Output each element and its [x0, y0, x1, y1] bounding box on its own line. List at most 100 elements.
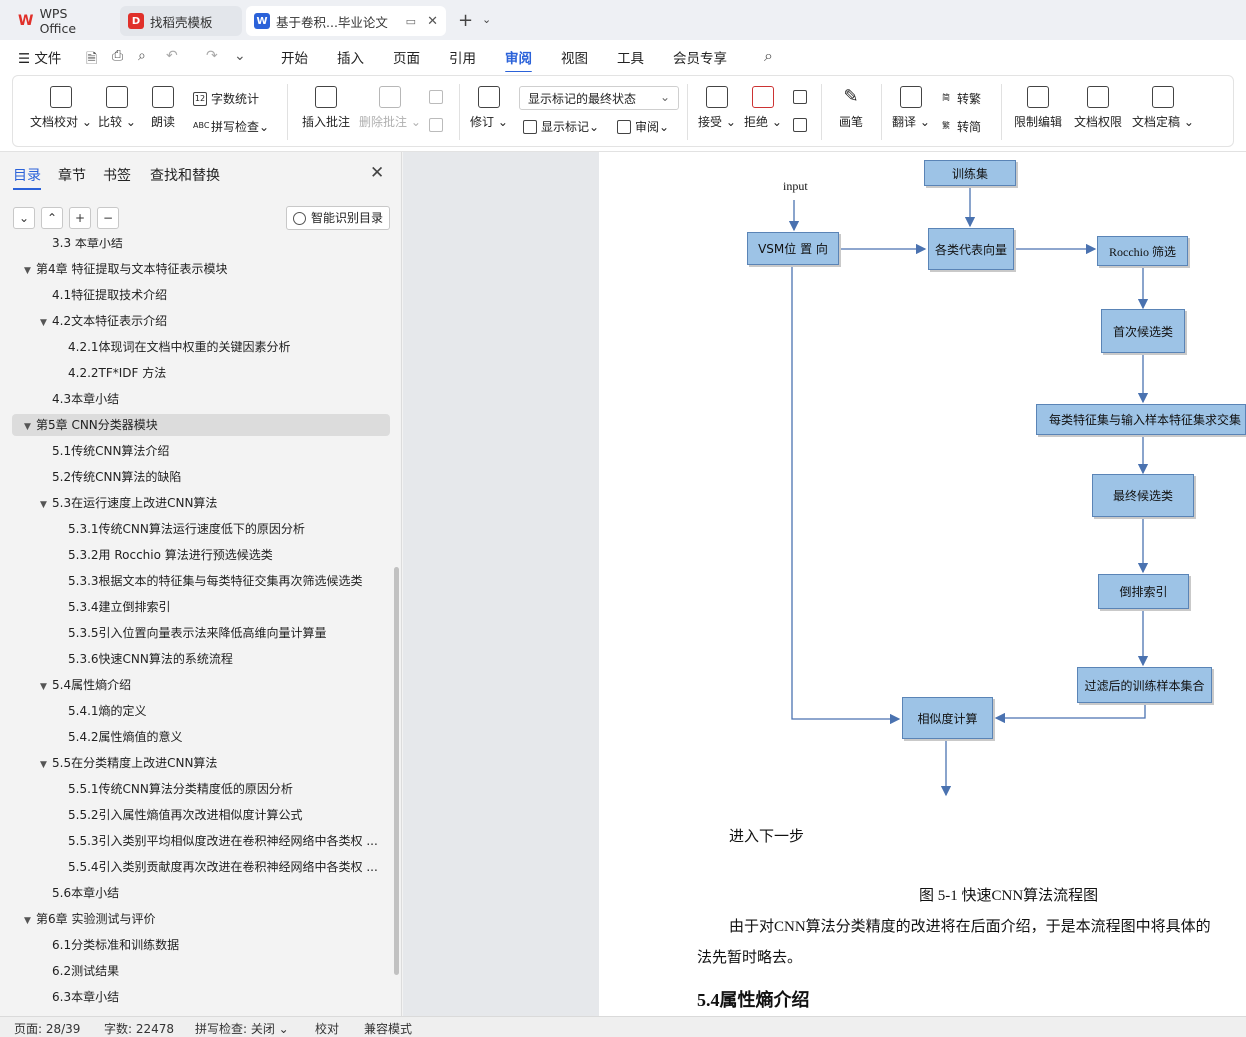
prev-change-button[interactable]	[793, 90, 811, 104]
toc-item[interactable]: 5.3.4建立倒排索引	[12, 596, 390, 618]
toc-item[interactable]: 5.5.4引入类别贡献度再次改进在卷积神经网络中各类权 ...	[12, 856, 390, 878]
print-icon[interactable]: ⎙	[112, 48, 124, 64]
flow-similarity-box[interactable]: 相似度计算	[902, 697, 993, 739]
toc-item[interactable]: 5.4.1熵的定义	[12, 700, 390, 722]
expand-triangle-icon[interactable]: ▼	[24, 266, 31, 276]
restrict-edit-button[interactable]: 限制编辑	[1011, 86, 1065, 130]
word-count-indicator[interactable]: 字数: 22478	[104, 1022, 175, 1036]
toc-item[interactable]: ▼第5章 CNN分类器模块	[12, 414, 390, 436]
menu-view[interactable]: 视图	[561, 51, 588, 67]
pen-button[interactable]: ✎ 画笔	[831, 86, 871, 130]
toc-item[interactable]: 4.2.1体现词在文档中权重的关键因素分析	[12, 336, 390, 358]
flow-inverted-index-box[interactable]: 倒排索引	[1098, 574, 1189, 609]
toc-item[interactable]: 4.3本章小结	[12, 388, 390, 410]
flow-first-candidate-box[interactable]: 首次候选类	[1101, 309, 1185, 353]
to-simplified-button[interactable]: 繁 转简	[939, 118, 981, 135]
save-icon[interactable]: 🗎	[86, 51, 98, 67]
nav-tab-find-replace[interactable]: 查找和替换	[150, 168, 220, 184]
window-icon[interactable]: ▭	[405, 14, 416, 28]
toc-item[interactable]: 5.5.3引入类别平均相似度改进在卷积神经网络中各类权 ...	[12, 830, 390, 852]
toc-item[interactable]: 5.3.2用 Rocchio 算法进行预选候选类	[12, 544, 390, 566]
toc-item[interactable]: 5.4.2属性熵值的意义	[12, 726, 390, 748]
toc-item[interactable]: 6.3本章小结	[12, 986, 390, 1008]
toc-item[interactable]: ▼5.3在运行速度上改进CNN算法	[12, 492, 390, 514]
show-markup-button[interactable]: 显示标记 ⌄	[523, 118, 599, 135]
toc-item[interactable]: 4.1特征提取技术介绍	[12, 284, 390, 306]
collapse-down-button[interactable]: ⌄	[13, 207, 35, 229]
spell-check-button[interactable]: ABC 拼写检查 ⌄	[193, 119, 270, 135]
flow-train-set-box[interactable]: 训练集	[924, 160, 1016, 186]
tab-document[interactable]: W 基于卷积...毕业论文 ▭ ✕	[246, 6, 446, 36]
nav-tab-toc[interactable]: 目录	[13, 165, 41, 190]
redo-icon[interactable]: ↷	[206, 48, 218, 64]
markup-state-select[interactable]: 显示标记的最终状态 ⌄	[519, 86, 679, 110]
menu-file[interactable]: ☰ 文件	[18, 51, 62, 67]
delete-comment-button[interactable]: 删除批注 ⌄	[359, 86, 421, 130]
toc-item[interactable]: 4.2.2TF*IDF 方法	[12, 362, 390, 384]
menu-tools[interactable]: 工具	[617, 51, 644, 67]
nav-tab-bookmarks[interactable]: 书签	[103, 168, 131, 184]
to-traditional-button[interactable]: 简 转繁	[939, 90, 981, 107]
menu-insert[interactable]: 插入	[337, 51, 364, 67]
menu-page[interactable]: 页面	[393, 51, 420, 67]
expand-triangle-icon[interactable]: ▼	[40, 500, 47, 510]
smart-toc-button[interactable]: 智能识别目录	[286, 206, 390, 230]
menu-member[interactable]: 会员专享	[673, 51, 727, 67]
flow-vsm-box[interactable]: VSM位 置 向	[747, 232, 839, 265]
review-pane-button[interactable]: 审阅 ⌄	[617, 118, 669, 135]
print-preview-icon[interactable]: ⌕	[138, 48, 146, 64]
expand-triangle-icon[interactable]: ▼	[40, 682, 47, 692]
chevron-down-icon[interactable]: ⌄	[234, 48, 246, 64]
toc-item[interactable]: 6.2测试结果	[12, 960, 390, 982]
spell-check-indicator[interactable]: 拼写检查: 关闭 ⌄	[195, 1022, 289, 1036]
toc-item[interactable]: 5.3.3根据文本的特征集与每类特征交集再次筛选候选类	[12, 570, 390, 592]
insert-comment-button[interactable]: 插入批注	[299, 86, 353, 130]
collapse-minus-button[interactable]: −	[97, 207, 119, 229]
chevron-down-icon[interactable]: ⌄	[482, 13, 492, 26]
page-indicator[interactable]: 页面: 28/39	[14, 1022, 81, 1036]
toc-item[interactable]: ▼5.4属性熵介绍	[12, 674, 390, 696]
next-comment-button[interactable]	[429, 118, 447, 132]
collapse-up-button[interactable]: ⌃	[41, 207, 63, 229]
compare-button[interactable]: 比较 ⌄	[97, 86, 137, 130]
toc-scrollbar[interactable]	[394, 567, 399, 975]
translate-button[interactable]: 翻译 ⌄	[889, 86, 933, 130]
doc-proof-button[interactable]: 文档校对 ⌄	[29, 86, 93, 130]
expand-triangle-icon[interactable]: ▼	[24, 916, 31, 926]
expand-plus-button[interactable]: +	[69, 207, 91, 229]
toc-item[interactable]: 5.3.6快速CNN算法的系统流程	[12, 648, 390, 670]
menu-references[interactable]: 引用	[449, 51, 476, 67]
toc-item[interactable]: ▼第4章 特征提取与文本特征表示模块	[12, 258, 390, 280]
nav-tab-sections[interactable]: 章节	[58, 168, 86, 184]
close-icon[interactable]: ✕	[370, 163, 385, 183]
flow-final-candidate-box[interactable]: 最终候选类	[1092, 474, 1194, 517]
toc-item[interactable]: ▼第6章 实验测试与评价	[12, 908, 390, 930]
next-change-button[interactable]	[793, 118, 811, 132]
finalize-button[interactable]: 文档定稿 ⌄	[1131, 86, 1195, 130]
flow-filtered-samples-box[interactable]: 过滤后的训练样本集合	[1077, 667, 1212, 703]
flow-intersect-box[interactable]: 每类特征集与输入样本特征集求交集	[1036, 404, 1246, 435]
toc-item[interactable]: 6.1分类标准和训练数据	[12, 934, 390, 956]
flow-class-vector-box[interactable]: 各类代表向量	[928, 228, 1014, 270]
expand-triangle-icon[interactable]: ▼	[24, 422, 31, 432]
toc-item[interactable]: ▼4.2文本特征表示介绍	[12, 310, 390, 332]
toc-item[interactable]: 3.3 本章小结	[12, 238, 390, 254]
flow-rocchio-box[interactable]: Rocchio 筛选	[1097, 236, 1188, 266]
tab-wps-office[interactable]: W WPS Office	[10, 6, 114, 36]
toc-item[interactable]: 5.2传统CNN算法的缺陷	[12, 466, 390, 488]
word-count-button[interactable]: 12 字数统计	[193, 90, 259, 107]
toc-item[interactable]: 5.3.5引入位置向量表示法来降低高维向量计算量	[12, 622, 390, 644]
expand-triangle-icon[interactable]: ▼	[40, 318, 47, 328]
track-changes-button[interactable]: 修订 ⌄	[469, 86, 509, 130]
search-icon[interactable]: ⌕	[764, 46, 773, 65]
reject-button[interactable]: 拒绝 ⌄	[743, 86, 783, 130]
read-aloud-button[interactable]: 朗读	[145, 86, 181, 130]
expand-triangle-icon[interactable]: ▼	[40, 760, 47, 770]
tab-template[interactable]: D 找稻壳模板	[120, 6, 242, 36]
toc-item[interactable]: 5.3.1传统CNN算法运行速度低下的原因分析	[12, 518, 390, 540]
menu-home[interactable]: 开始	[281, 51, 308, 67]
undo-icon[interactable]: ↶	[166, 48, 178, 64]
toc-item[interactable]: ▼5.5在分类精度上改进CNN算法	[12, 752, 390, 774]
accept-button[interactable]: 接受 ⌄	[697, 86, 737, 130]
close-tab-icon[interactable]: ✕	[427, 13, 438, 29]
